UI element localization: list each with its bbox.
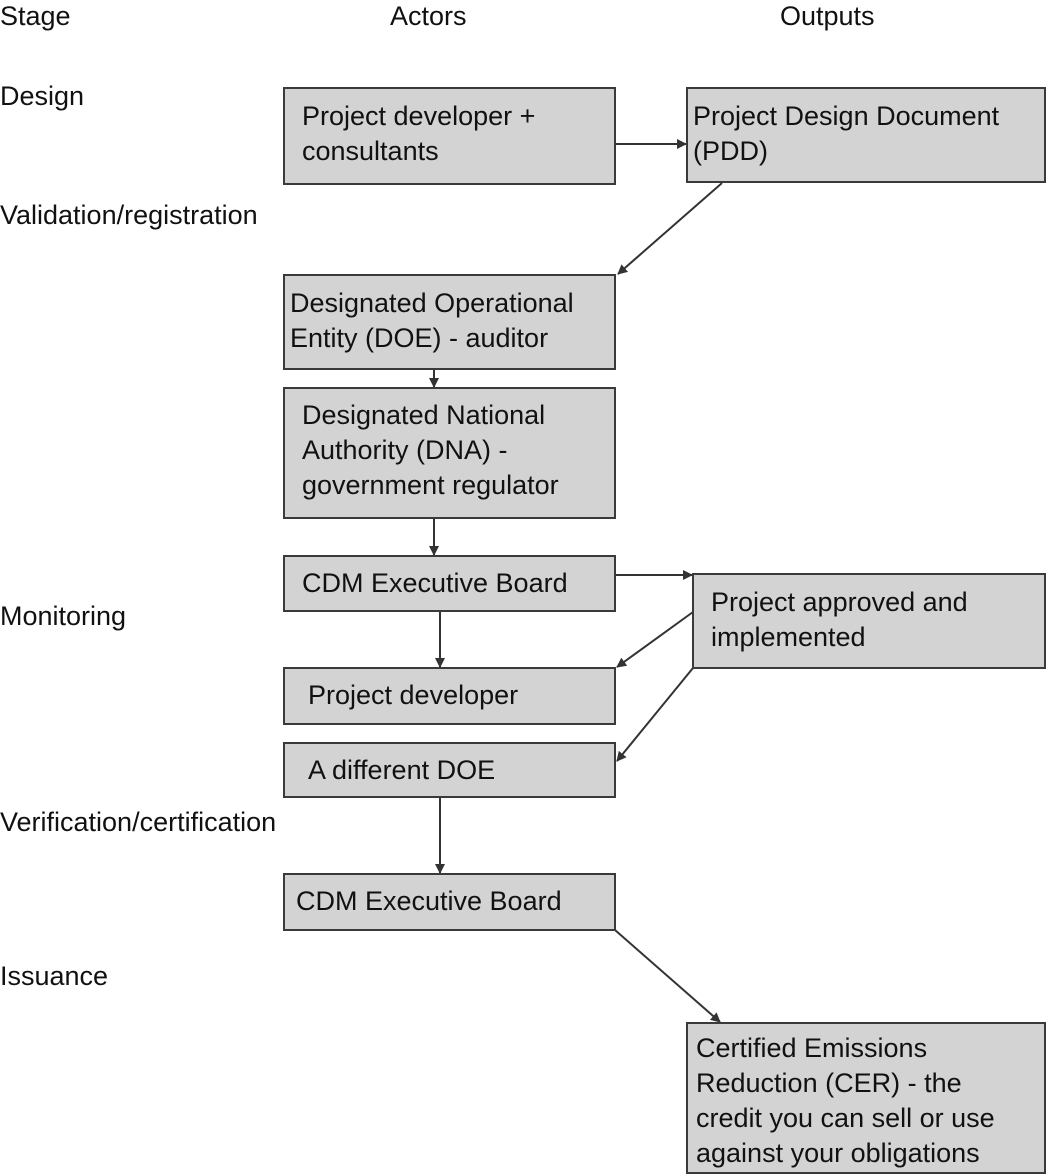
box-designated-operational-entity: Designated Operational Entity (DOE) - au… (283, 274, 616, 370)
box-cdm-executive-board-1: CDM Executive Board (283, 555, 616, 612)
stage-verification: Verification/certification (0, 807, 277, 837)
arrow-board-to-cer (614, 929, 721, 1023)
stage-validation: Validation/registration (0, 200, 258, 230)
box-certified-emissions-reduction: Certified Emissions Reduction (CER) - th… (686, 1022, 1046, 1174)
arrow-pdd-to-doe (617, 182, 723, 275)
box-project-developer-consultants: Project developer + consultants (283, 87, 616, 185)
stage-issuance: Issuance (0, 961, 109, 991)
box-different-doe: A different DOE (283, 742, 616, 798)
header-actors: Actors (390, 1, 467, 31)
box-project-design-document: Project Design Document (PDD) (686, 87, 1046, 183)
box-designated-national-authority: Designated National Authority (DNA) - go… (283, 387, 616, 519)
box-project-approved-implemented: Project approved and implemented (692, 573, 1046, 669)
box-project-developer: Project developer (283, 667, 616, 725)
stage-design: Design (0, 81, 85, 111)
arrow-approved-to-developer (616, 611, 694, 668)
stage-monitoring: Monitoring (0, 601, 127, 631)
arrow-approved-to-different-doe (616, 667, 694, 762)
header-stage: Stage (0, 1, 71, 31)
header-outputs: Outputs (780, 1, 875, 31)
box-cdm-executive-board-2: CDM Executive Board (283, 873, 616, 931)
